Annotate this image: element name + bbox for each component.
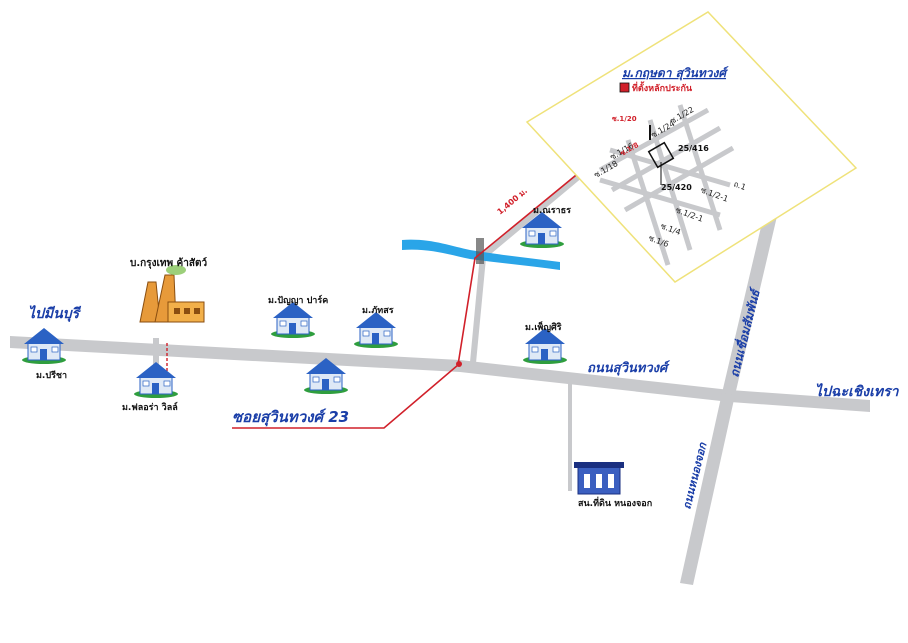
- inset-title: ม.กฤษดา สุวินทวงศ์: [622, 66, 729, 81]
- street-label: ซ.1/20: [612, 115, 637, 123]
- house-flora: [133, 361, 179, 399]
- pleesa-label: ม.ปรีชา: [36, 370, 67, 381]
- legend-marker-icon: [619, 82, 630, 93]
- house-phensiri: [522, 327, 568, 365]
- route-marker: [456, 361, 462, 367]
- phatsorn-label: ม.ภัทสร: [362, 305, 394, 316]
- east-label: ไปฉะเชิงเทรา: [815, 383, 900, 400]
- street-label: ถ.1: [732, 179, 747, 192]
- police-station-icon: [574, 462, 624, 495]
- flora-label: ม.ฟลอร่า วิลล์: [122, 401, 178, 413]
- cross-road-north: [722, 210, 778, 395]
- side-road-factory: [153, 338, 159, 368]
- house-pleesa: [21, 327, 67, 365]
- phensiri-label: ม.เพ็ญศิริ: [525, 320, 562, 333]
- west-label: ไปมีนบุรี: [28, 305, 82, 322]
- factory-label: บ.กรุงเทพ ค้าสัตว์: [130, 257, 207, 269]
- soi-label: ซอยสุวินทวงศ์ 23: [232, 408, 349, 427]
- legend-text: ที่ตั้งหลักประกัน: [632, 81, 693, 94]
- house-phatsorn: [353, 311, 399, 349]
- side-road-police: [568, 376, 572, 491]
- plot-marker: [647, 141, 675, 169]
- lot-a-label: 25/416: [678, 144, 709, 153]
- inset-panel: [525, 11, 858, 283]
- main-road-label: ถนนสุวินทวงศ์: [587, 360, 670, 376]
- factory-icon: [139, 265, 205, 323]
- cross-road-south: [680, 393, 735, 585]
- legend: ที่ตั้งหลักประกัน: [619, 81, 693, 94]
- narathorn-label: ม.ณราธร: [533, 206, 571, 216]
- bridge: [476, 238, 484, 264]
- main-road: [10, 336, 870, 412]
- police-label: สน.ที่ดิน หนองจอก: [578, 496, 652, 509]
- house-panya: [270, 301, 316, 339]
- inset-streets: [598, 104, 735, 266]
- panya-label: ม.ปัญญา ปาร์ค: [268, 294, 328, 306]
- village-road: [463, 135, 626, 363]
- lot-b-label: 25/420: [661, 183, 692, 192]
- distance-label: 1,400 ม.: [496, 186, 530, 216]
- roads: [10, 135, 870, 585]
